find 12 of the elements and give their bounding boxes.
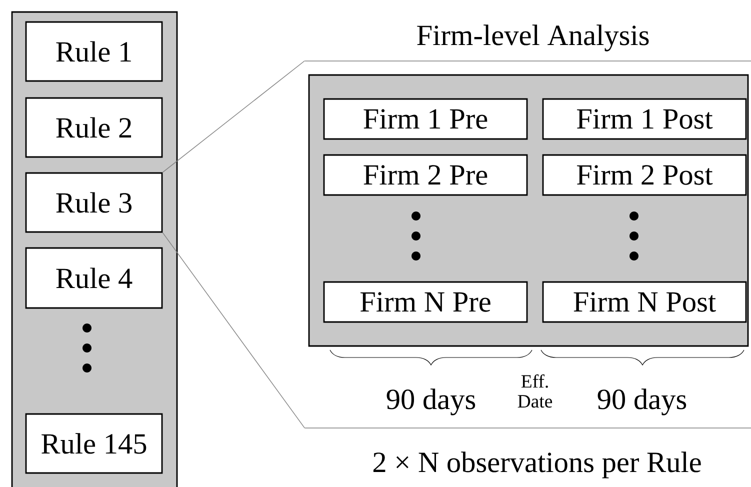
caption: 2 × N observations per Rule	[373, 452, 701, 478]
firm-box: Firm N Pre	[323, 281, 528, 323]
duration-label: 90 days	[386, 388, 476, 416]
date-label: Eff. Date	[518, 374, 552, 408]
firm-box: Firm 1 Post	[542, 98, 747, 140]
zoom-line	[162, 60, 306, 173]
firm-box: Firm 2 Post	[542, 154, 747, 196]
firm-box: Firm N Post	[542, 281, 747, 323]
duration-label: 90 days	[598, 388, 686, 416]
firm-box: Firm 2 Pre	[323, 154, 528, 196]
firm-box: Firm 1 Pre	[323, 98, 528, 140]
zoom-line	[162, 232, 306, 429]
